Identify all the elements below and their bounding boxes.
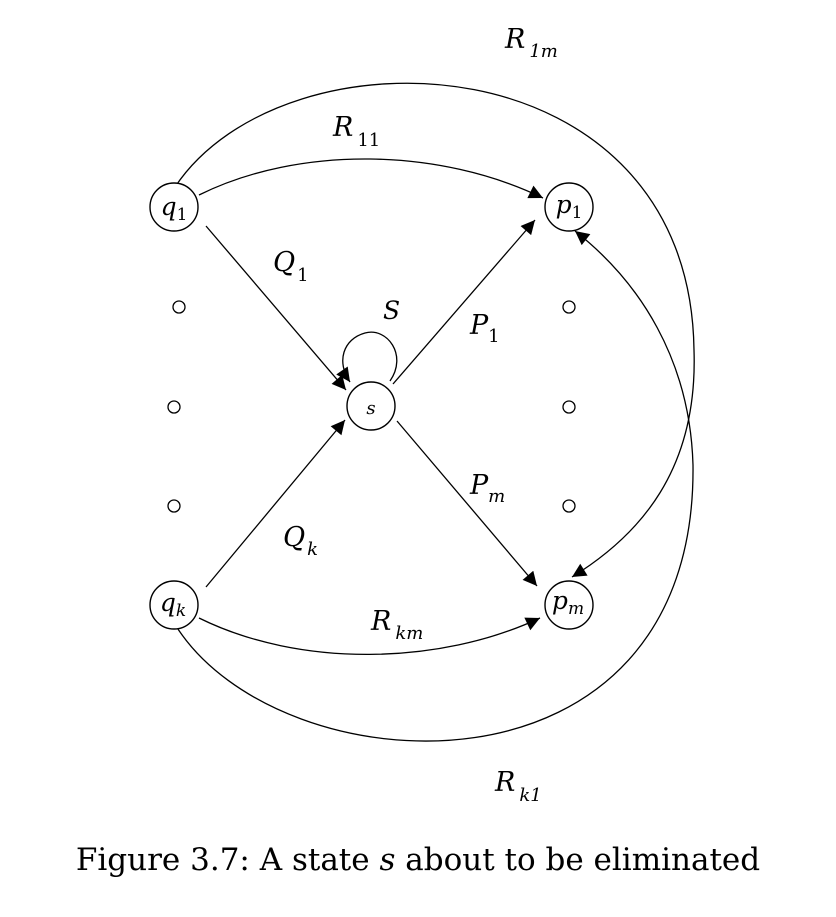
state-pm: pm xyxy=(544,580,594,630)
edge-qk xyxy=(205,419,346,588)
figure-caption: Figure 3.7: A state s about to be elimin… xyxy=(75,842,761,878)
edge-rk1 xyxy=(175,230,694,742)
edge-rkm xyxy=(198,617,541,656)
ellipsis-dot xyxy=(167,499,181,513)
label-pm: Pm xyxy=(469,470,505,507)
ellipsis-dot xyxy=(167,400,181,414)
svg-text:qk: qk xyxy=(160,588,186,621)
svg-text:s: s xyxy=(366,398,375,419)
state-s: s xyxy=(346,381,396,431)
state-qk: qk xyxy=(149,580,199,630)
label-s: S xyxy=(383,296,400,325)
edge-s-loop xyxy=(336,331,398,383)
edge-r11 xyxy=(198,158,544,199)
ellipsis-dot xyxy=(562,400,576,414)
state-q1: q1 xyxy=(149,182,199,232)
ellipsis-dot xyxy=(562,499,576,513)
edge-q1 xyxy=(205,225,347,391)
ellipsis-dot xyxy=(172,300,186,314)
edge-pm xyxy=(396,420,538,587)
svg-text:q1: q1 xyxy=(161,192,188,225)
label-p1: P1 xyxy=(469,310,500,347)
edge-r1m xyxy=(174,82,695,578)
state-p1: p1 xyxy=(544,182,594,232)
svg-text:pm: pm xyxy=(552,586,584,619)
svg-text:p1: p1 xyxy=(556,190,583,223)
ellipsis-dot xyxy=(562,300,576,314)
edge-p1 xyxy=(392,219,536,385)
